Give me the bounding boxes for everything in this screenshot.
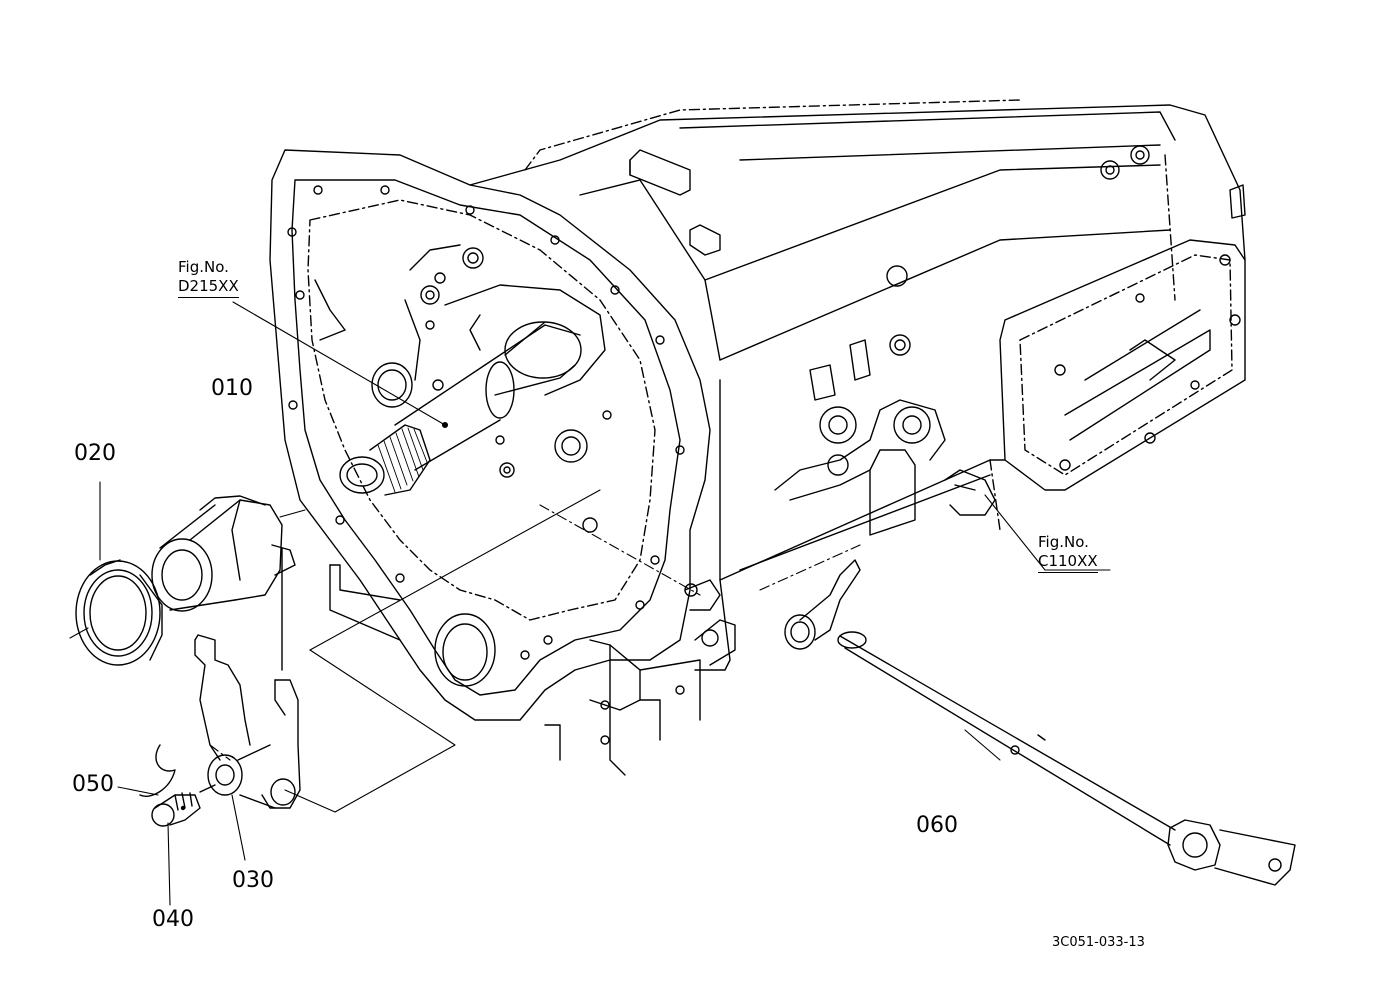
clutch-housing-flange	[270, 150, 710, 720]
fig-ref-c110xx-line1: Fig.No.	[1038, 533, 1089, 551]
fig-ref-d215xx-line1: Fig.No.	[178, 258, 229, 276]
fig-ref-d215xx-line2: D215XX	[178, 277, 239, 298]
transmission-case	[330, 100, 1245, 775]
fig-ref-d215xx: Fig.No. D215XX	[178, 258, 239, 298]
part-label-010: 010	[211, 376, 253, 401]
leader-lines	[70, 302, 1110, 905]
fig-ref-c110xx: Fig.No. C110XX	[1038, 533, 1098, 573]
part-label-050: 050	[72, 772, 114, 797]
fig-ref-c110xx-line2: C110XX	[1038, 552, 1098, 573]
part-label-020: 020	[74, 441, 116, 466]
part-label-060: 060	[916, 813, 958, 838]
drawing-code: 3C051-033-13	[1052, 935, 1145, 950]
part-label-030: 030	[232, 868, 274, 893]
part-label-040: 040	[152, 907, 194, 932]
release-fork-030	[195, 635, 300, 808]
release-bearing-020	[76, 560, 162, 665]
set-bolt-040	[152, 785, 215, 826]
release-hub-010	[152, 496, 295, 670]
input-shaft	[340, 322, 581, 495]
release-shaft-060	[685, 560, 1295, 885]
wire-050	[140, 745, 175, 796]
